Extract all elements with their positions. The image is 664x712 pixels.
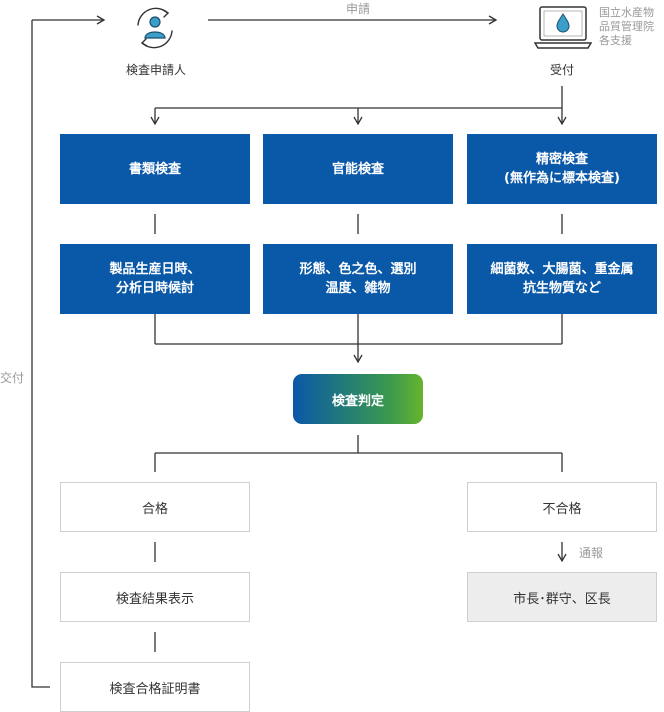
pass-box: 合格 xyxy=(60,482,250,532)
detail-line: 分析日時候討 xyxy=(115,281,194,296)
detail-document: 製品生産日時、 分析日時候討 xyxy=(60,244,250,314)
detail-precise: 細菌数、大腸菌、重金属 抗生物質など xyxy=(467,244,657,314)
authority-box: 市長･群守、区長 xyxy=(467,572,657,622)
detail-line: 形態、色之色、選別 xyxy=(299,262,417,277)
fail-box: 不合格 xyxy=(467,482,657,532)
request-label: 申請 xyxy=(345,2,370,16)
detail-line: 抗生物質など xyxy=(522,281,601,296)
agency-line: 品質管理院 xyxy=(599,20,654,33)
issue-path xyxy=(31,20,50,688)
detail-line: 温度、雑物 xyxy=(325,281,391,296)
judgement-box: 検査判定 xyxy=(293,374,423,424)
issue-label: 交付 xyxy=(0,371,25,385)
detail-sensory: 形態、色之色、選別 温度、雑物 xyxy=(263,244,453,314)
inspection-document: 書類検査 xyxy=(60,134,250,204)
agency-line: 各支援 xyxy=(599,34,632,47)
inspection-title-line: 官能検査 xyxy=(331,161,384,177)
applicant-label: 検査申請人 xyxy=(125,63,186,77)
inspection-sensory: 官能検査 xyxy=(263,134,453,204)
monitor-icon xyxy=(533,5,593,51)
inspection-title-line: 精密検査 xyxy=(535,152,588,167)
receive-label: 受付 xyxy=(549,63,574,77)
inspection-title-line: 書類検査 xyxy=(128,161,181,177)
inspection-title-line: (無作為に標本検査) xyxy=(504,171,620,186)
notify-label: 通報 xyxy=(579,546,604,560)
detail-line: 細菌数、大腸菌、重金属 xyxy=(490,262,634,277)
certificate-box: 検査合格証明書 xyxy=(60,662,250,712)
agency-line: 国立水産物 xyxy=(599,6,654,19)
detail-line: 製品生産日時、 xyxy=(109,262,201,277)
result-display-box: 検査結果表示 xyxy=(60,572,250,622)
agency-name: 国立水産物 品質管理院 各支援 xyxy=(599,6,663,48)
inspection-precise: 精密検査 (無作為に標本検査) xyxy=(467,134,657,204)
applicant-icon xyxy=(130,3,180,53)
